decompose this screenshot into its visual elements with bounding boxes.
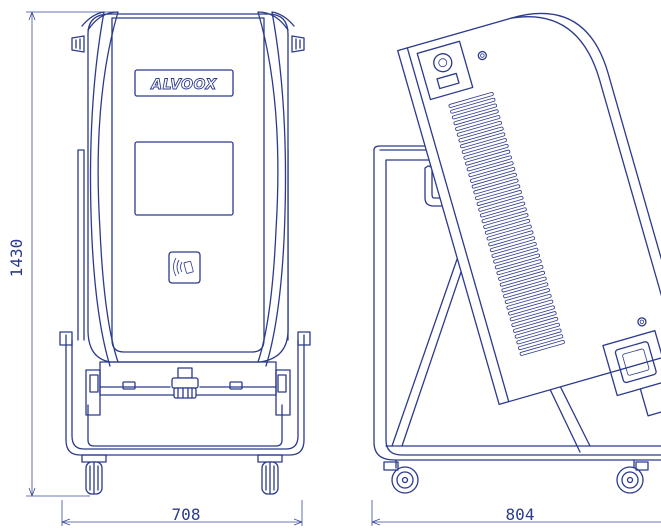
- vent-slot: [455, 115, 501, 131]
- side-depth-label: 804: [506, 505, 535, 524]
- card-reader: [168, 251, 201, 284]
- side-main-unit: [397, 12, 661, 417]
- vent-slot: [501, 276, 547, 293]
- vent-slot: [496, 259, 542, 276]
- vent-slot: [471, 172, 517, 189]
- dimension-height: 1430: [7, 11, 116, 497]
- vent-slot: [456, 120, 502, 137]
- front-right-wheel: [257, 454, 283, 495]
- vent-slot: [468, 161, 514, 178]
- vent-slot: [458, 126, 504, 143]
- vent-slot: [463, 143, 509, 160]
- vent-grille: [448, 92, 565, 356]
- top-connector: [416, 40, 487, 101]
- vent-slot: [509, 305, 555, 322]
- lower-connector: [602, 317, 661, 417]
- vent-slot: [493, 247, 539, 264]
- display-screen: [134, 141, 234, 216]
- vent-slot: [479, 201, 526, 218]
- vent-slot: [478, 195, 524, 212]
- vent-slot: [499, 270, 545, 287]
- side-left-wheel: [383, 459, 419, 494]
- vent-slot: [486, 224, 532, 241]
- vent-slot: [451, 103, 498, 120]
- vent-slot: [489, 236, 536, 253]
- vent-slot: [465, 149, 511, 166]
- vent-slot: [483, 213, 529, 229]
- vent-slot: [470, 167, 516, 183]
- height-label: 1430: [7, 239, 26, 278]
- vent-slot: [475, 184, 521, 201]
- vent-slot: [511, 311, 557, 328]
- dimension-front-width: 708: [61, 500, 303, 526]
- front-width-label: 708: [172, 505, 201, 524]
- vent-slot: [484, 218, 531, 235]
- side-view: [373, 12, 661, 494]
- vent-slot: [498, 265, 544, 281]
- vent-slot: [466, 155, 512, 172]
- vent-slot: [460, 132, 506, 149]
- vent-slot: [494, 253, 541, 270]
- front-view: ALVOOX: [59, 11, 311, 495]
- front-lower-band: [85, 361, 291, 416]
- left-top-knob: [71, 35, 85, 53]
- vent-slot: [503, 282, 549, 299]
- vent-slot: [519, 340, 565, 356]
- vent-slot: [473, 178, 519, 195]
- vent-slot: [476, 190, 522, 206]
- vent-slot: [513, 316, 559, 333]
- vent-slot: [453, 109, 499, 126]
- front-main-body: [71, 11, 305, 367]
- vent-slot: [506, 293, 552, 310]
- logo-badge: ALVOOX: [134, 69, 234, 97]
- vent-slot: [491, 242, 537, 258]
- vent-slot: [450, 97, 496, 114]
- contactless-card-icon: [173, 257, 194, 277]
- side-right-wheel: [616, 459, 649, 494]
- vent-slot: [516, 328, 562, 345]
- vent-slot: [448, 92, 494, 108]
- right-top-knob: [291, 35, 305, 53]
- vent-slot: [514, 322, 560, 339]
- dimension-side-depth: 804: [371, 500, 661, 526]
- vent-slot: [488, 230, 534, 247]
- front-left-wheel: [81, 454, 107, 495]
- vent-slot: [518, 334, 564, 351]
- vent-slot: [481, 207, 527, 224]
- vent-slot: [461, 138, 507, 154]
- center-connector: [171, 367, 199, 399]
- logo-text: ALVOOX: [150, 77, 217, 93]
- vent-slot: [504, 288, 550, 304]
- vent-slot: [508, 299, 554, 316]
